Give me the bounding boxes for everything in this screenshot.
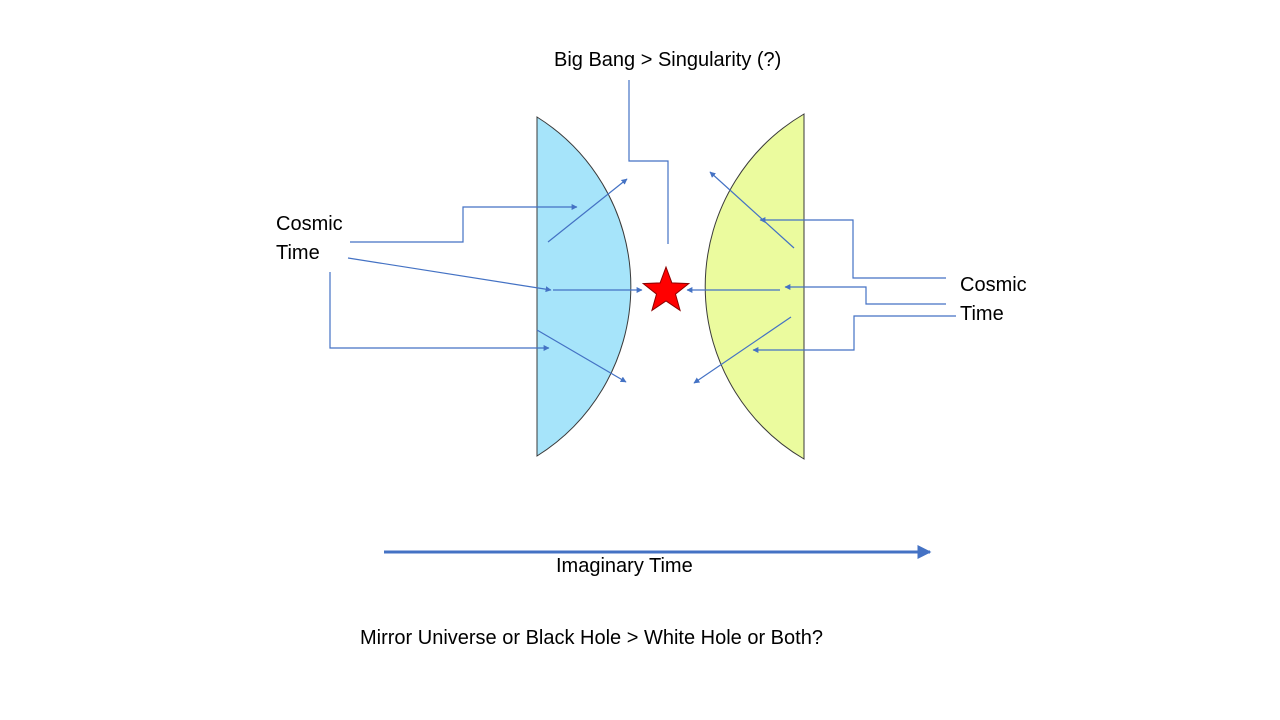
left-time-label: Time bbox=[276, 242, 320, 264]
left-universe-shape bbox=[536, 116, 632, 457]
big-bang-label: Big Bang > Singularity (?) bbox=[554, 49, 782, 71]
right-cosmic-label: Cosmic bbox=[960, 274, 1027, 296]
imaginary-time-label: Imaginary Time bbox=[556, 555, 693, 577]
left-arrow-upper bbox=[547, 178, 628, 243]
left-cosmic-label: Cosmic bbox=[276, 213, 343, 235]
singularity-star-icon bbox=[641, 265, 691, 312]
right-connector-lower bbox=[752, 315, 956, 353]
right-arrow-upper bbox=[709, 171, 795, 249]
right-time-label: Time bbox=[960, 303, 1004, 325]
left-connector-lower bbox=[329, 272, 550, 351]
right-connector-middle bbox=[784, 284, 946, 305]
right-arrow-lower bbox=[693, 316, 792, 384]
right-universe-shape bbox=[704, 113, 805, 460]
question-caption: Mirror Universe or Black Hole > White Ho… bbox=[360, 627, 823, 649]
big-bang-connector bbox=[628, 80, 669, 244]
left-connector-middle bbox=[347, 257, 552, 293]
right-connector-upper bbox=[759, 217, 946, 279]
left-connector-upper bbox=[350, 204, 578, 243]
left-arrow-lower bbox=[536, 329, 627, 383]
